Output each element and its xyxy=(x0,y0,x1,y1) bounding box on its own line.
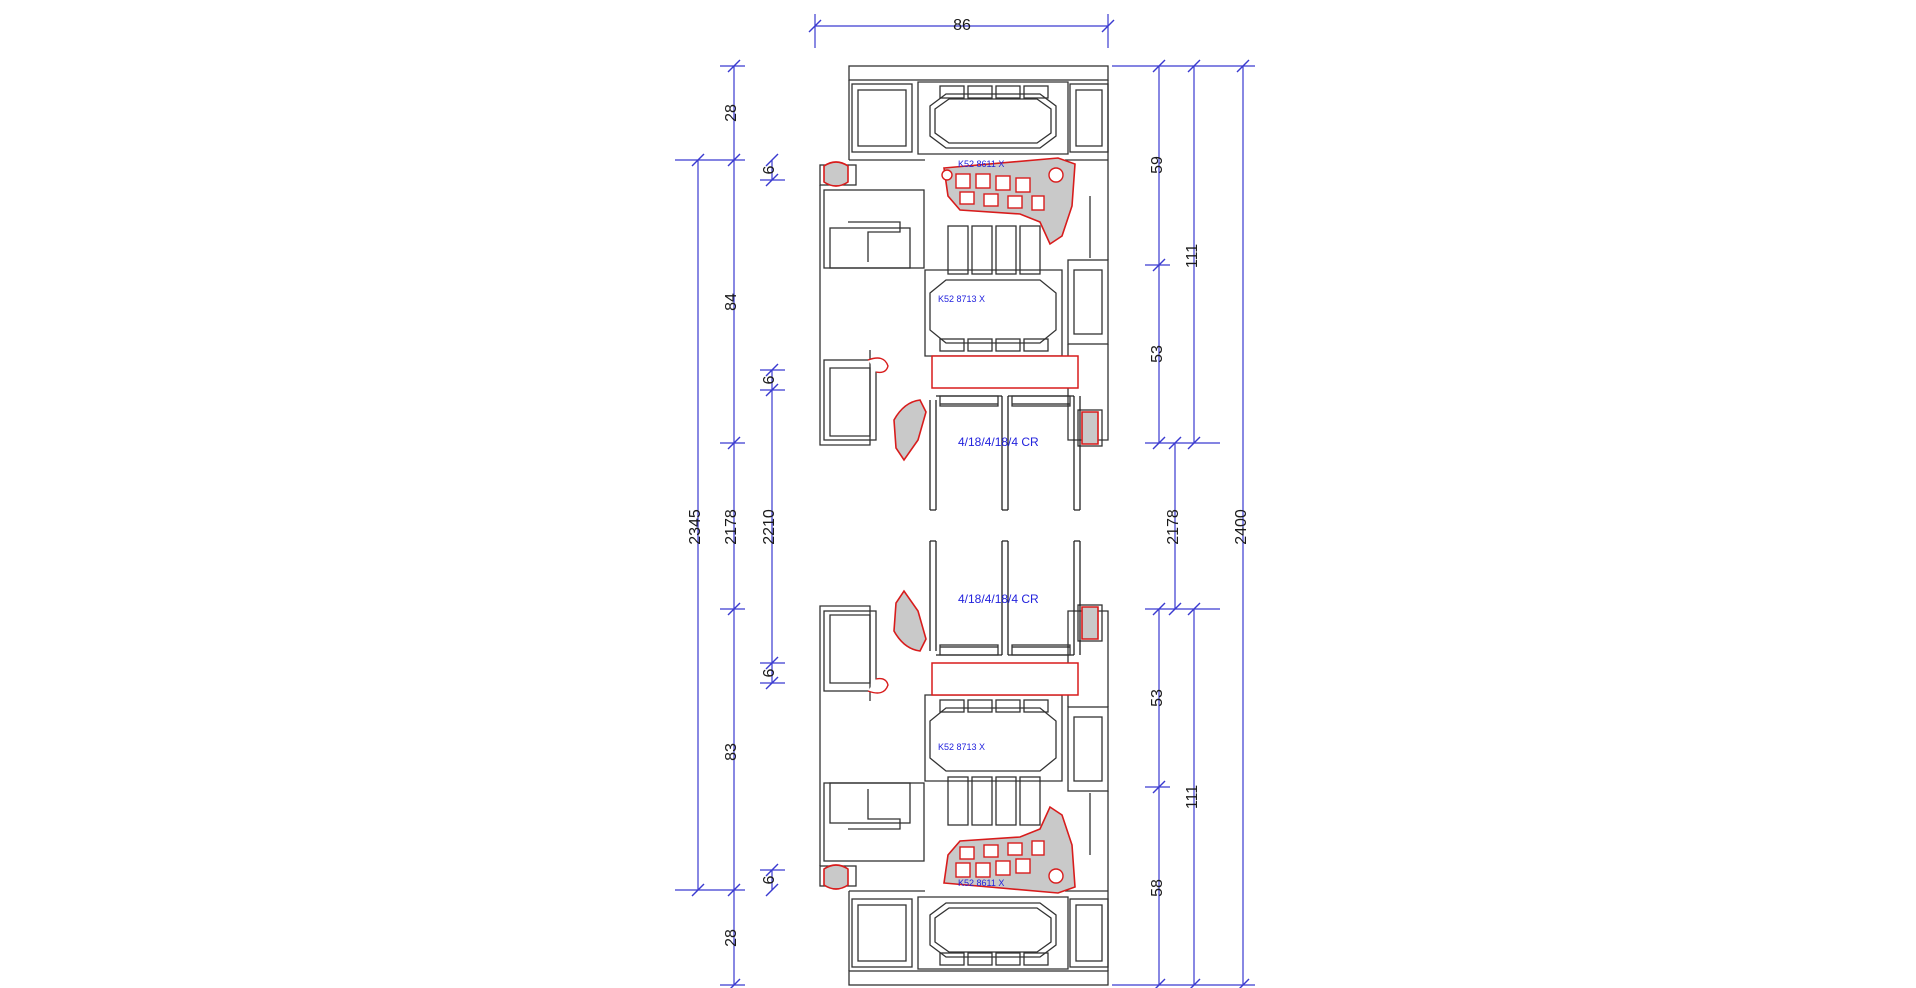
left-dimension-chain: 2345 28 84 2178 83 28 6 6 2210 xyxy=(675,59,785,988)
dim-left-83: 83 xyxy=(723,743,740,761)
label-top-k52-8713: K52 8713 X xyxy=(938,294,985,304)
dim-right-58: 58 xyxy=(1149,879,1166,897)
top-sash-profile xyxy=(819,160,1109,446)
dim-2345: 2345 xyxy=(687,509,704,545)
dim-right-111-top: 111 xyxy=(1184,244,1201,268)
dim-right-53-top: 53 xyxy=(1149,345,1166,363)
label-top-glass: 4/18/4/18/4 CR xyxy=(958,435,1039,449)
dim-left-mid-6: 6 xyxy=(761,375,778,384)
top-width-label: 86 xyxy=(953,17,971,34)
dim-left-bottom-6b: 6 xyxy=(761,875,778,884)
dim-left-2210: 2210 xyxy=(761,509,778,545)
right-dimension-chain: 59 53 53 58 111 111 2178 2400 xyxy=(1112,59,1255,988)
bottom-assembly xyxy=(819,540,1109,986)
dim-left-84: 84 xyxy=(723,293,740,311)
label-bottom-k52-8713: K52 8713 X xyxy=(938,742,985,752)
top-width-dimension: 86 xyxy=(808,14,1115,48)
dim-left-bottom-28: 28 xyxy=(723,929,740,947)
top-thermal-break xyxy=(941,157,1076,246)
profile-labels: K52 8611 X K52 8713 X 4/18/4/18/4 CR 4/1… xyxy=(938,159,1039,888)
dim-left-2178: 2178 xyxy=(723,509,740,545)
dim-right-111-bottom: 111 xyxy=(1184,785,1201,809)
dim-right-2400: 2400 xyxy=(1233,509,1250,545)
label-bottom-k52-8611: K52 8611 X xyxy=(958,878,1004,888)
dim-left-bottom-6a: 6 xyxy=(761,668,778,677)
dim-right-59: 59 xyxy=(1149,156,1166,174)
dim-left-top-28: 28 xyxy=(723,104,740,122)
label-bottom-glass: 4/18/4/18/4 CR xyxy=(958,592,1039,606)
dim-right-2178: 2178 xyxy=(1165,509,1182,545)
label-top-k52-8611: K52 8611 X xyxy=(958,159,1004,169)
top-glazing xyxy=(893,395,1103,511)
dim-left-top-6: 6 xyxy=(761,165,778,174)
top-frame-profile xyxy=(848,65,1109,161)
dim-right-53-bottom: 53 xyxy=(1149,689,1166,707)
